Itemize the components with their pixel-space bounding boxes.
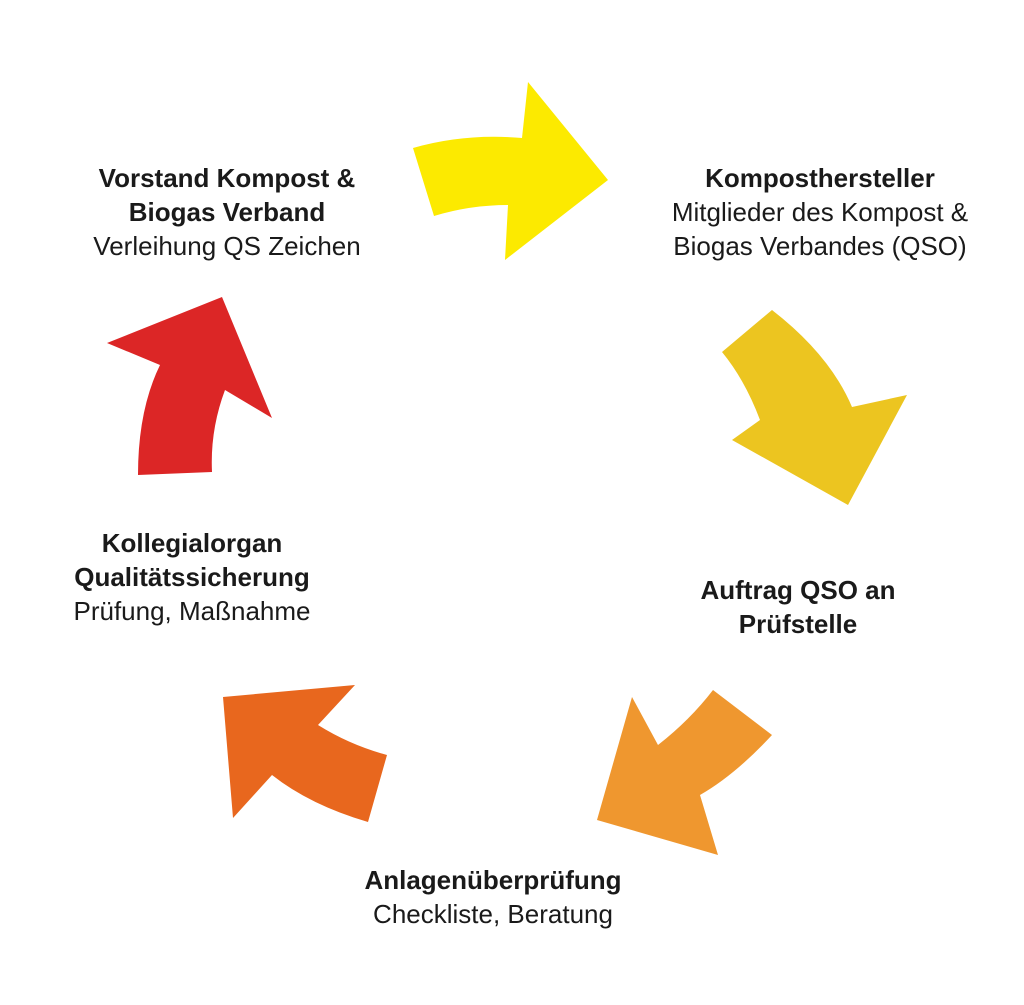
arrow-icon-to-kollegialorgan: [223, 685, 387, 822]
step-description: Prüfung, Maßnahme: [73, 596, 311, 626]
step-description: Mitglieder des Kompost &: [671, 197, 969, 227]
step-title-line: Komposthersteller: [705, 163, 935, 193]
step-title-line: Anlagenüberprüfung: [364, 865, 622, 895]
step-anlagenpruefung: Anlagenüberprüfung Checkliste, Beratung: [364, 863, 621, 931]
step-title-line: Qualitätssicherung: [74, 562, 310, 592]
step-description: Checkliste, Beratung: [373, 899, 613, 929]
step-title-line: Biogas Verband: [128, 197, 326, 227]
arrow-icon-to-vorstand: [107, 297, 272, 475]
arrow-icon-to-auftrag: [722, 310, 907, 505]
step-auftrag: Auftrag QSO an Prüfstelle: [700, 573, 895, 641]
step-komposthersteller: Komposthersteller Mitglieder des Kompost…: [672, 161, 968, 263]
step-title-line: Vorstand Kompost &: [98, 163, 356, 193]
step-title-line: Kollegialorgan: [101, 528, 283, 558]
step-description: Biogas Verbandes (QSO): [673, 231, 967, 261]
step-title-line: Prüfstelle: [738, 609, 858, 639]
step-vorstand: Vorstand Kompost & Biogas Verband Verlei…: [93, 161, 360, 263]
step-title-line: Auftrag QSO an: [700, 575, 896, 605]
step-kollegialorgan: Kollegialorgan Qualitätssicherung Prüfun…: [73, 526, 310, 628]
arrow-icon-to-anlagenpruefung: [597, 690, 772, 855]
step-description: Verleihung QS Zeichen: [93, 231, 361, 261]
arrow-icon-to-komposthersteller: [413, 82, 608, 260]
